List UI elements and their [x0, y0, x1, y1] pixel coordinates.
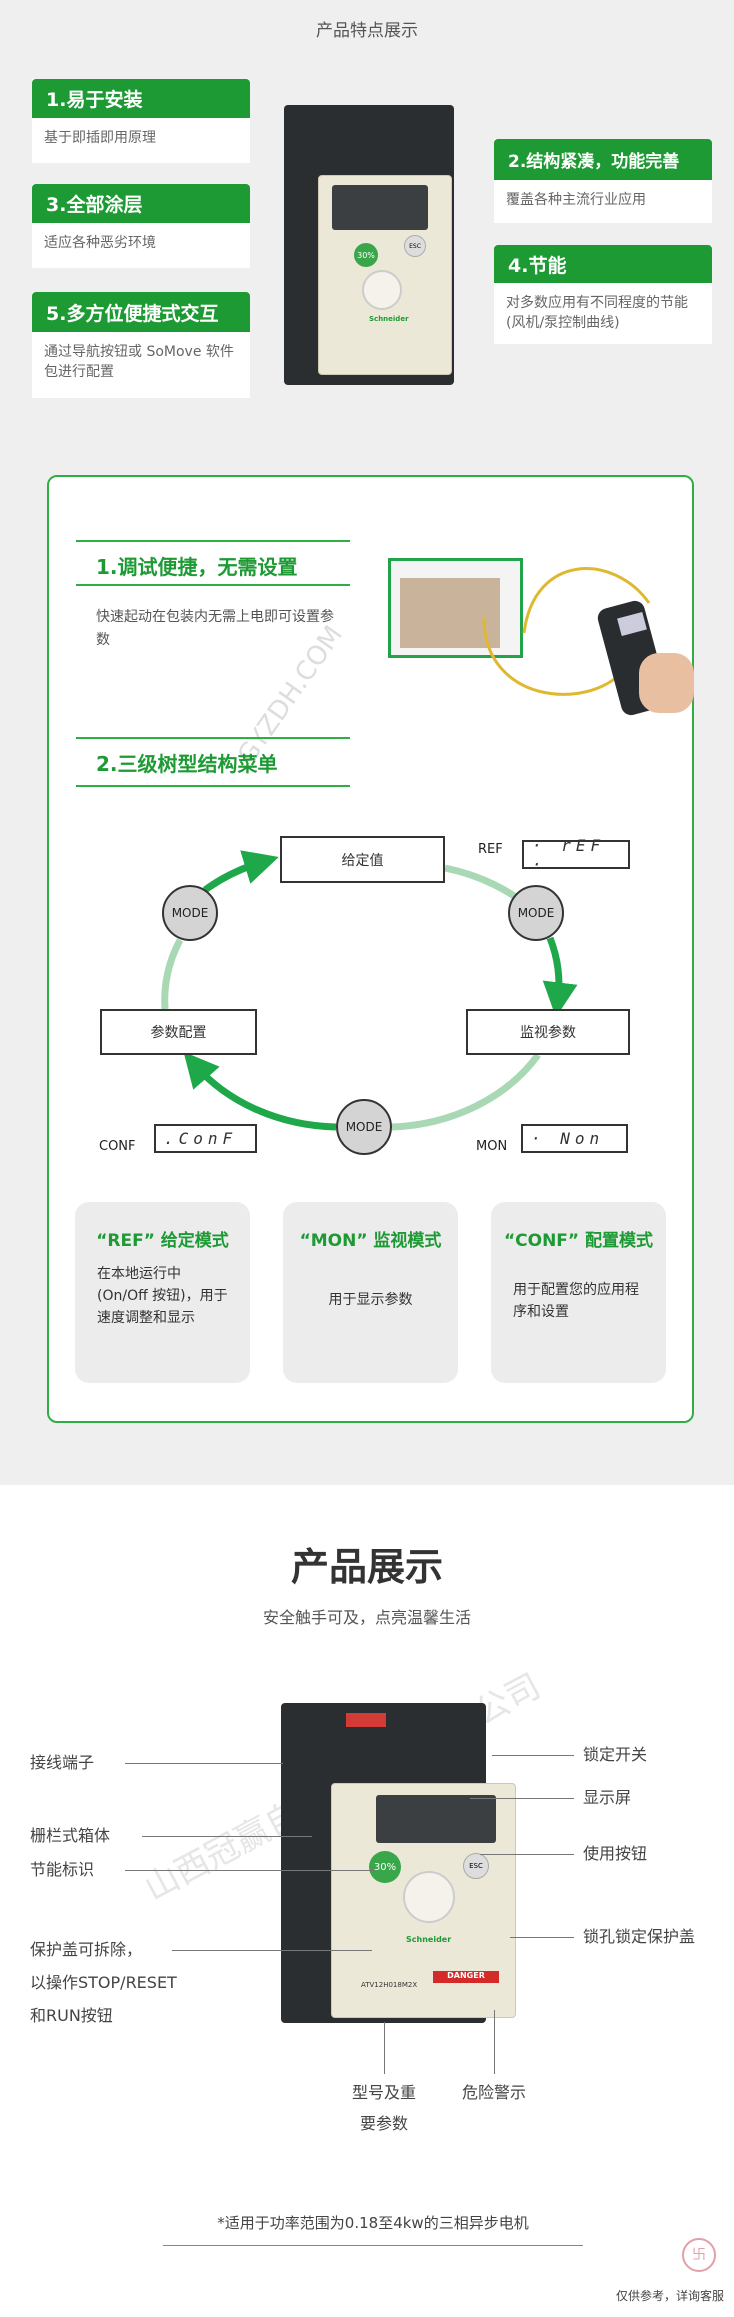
arc-light	[391, 1052, 541, 1131]
section-heading-1: 1.调试便捷，无需设置	[96, 555, 298, 579]
label-buttons: 使用按钮	[583, 1844, 648, 1863]
leader-line	[480, 1854, 574, 1855]
footnote-underline	[163, 2245, 583, 2246]
label-enclosure: 栅栏式箱体	[30, 1826, 111, 1845]
divider	[76, 737, 350, 739]
label-energy: 节能标识	[30, 1860, 95, 1879]
feature-card-1: 1.易于安装 基于即插即用原理	[32, 79, 250, 163]
feature-card-4: 4.节能 对多数应用有不同程度的节能 (风机/泵控制曲线)	[494, 245, 712, 344]
mode-title: “CONF” 配置模式	[503, 1231, 654, 1251]
leader-line	[125, 1870, 375, 1871]
ref-display: · rEF ·	[522, 836, 630, 874]
feature-title: 3.全部涂层	[32, 184, 250, 223]
energy-badge: 30%	[354, 243, 378, 267]
feature-desc: 覆盖各种主流行业应用	[506, 192, 646, 208]
leader-line	[172, 1950, 372, 1951]
mode-title: “MON” 监视模式	[299, 1231, 442, 1251]
model-label: ATV12H018M2X	[361, 1981, 418, 1989]
mode-desc: 在本地运行中 (On/Off 按钮)，用于速度调整和显示	[97, 1266, 228, 1326]
label-cover-2: 以操作STOP/RESET	[30, 1973, 177, 1992]
mode-card-mon: “MON” 监视模式 用于显示参数	[283, 1202, 458, 1383]
showcase-title: 产品展示	[290, 1545, 443, 1589]
showcase-subtitle: 安全触手可及，点亮温馨生活	[262, 1608, 471, 1627]
label-model-2: 要参数	[359, 2114, 408, 2133]
monitor-box: 监视参数	[466, 1009, 630, 1055]
divider	[76, 584, 350, 586]
mode-card-ref: “REF” 给定模式 在本地运行中 (On/Off 按钮)，用于速度调整和显示	[75, 1202, 250, 1383]
ref-label: REF	[478, 842, 503, 857]
leader-line	[494, 2010, 495, 2074]
dial-icon	[403, 1871, 455, 1923]
arc-arrow	[542, 936, 578, 1018]
feature-desc: 适应各种恶劣环境	[44, 235, 156, 251]
setpoint-box: 给定值	[280, 836, 445, 883]
leader-line	[142, 1836, 312, 1837]
section-desc-1: 快速起动在包装内无需上电即可设置参数	[96, 609, 334, 648]
feature-card-2: 2.结构紧凑，功能完善 覆盖各种主流行业应用	[494, 139, 712, 223]
label-terminal: 接线端子	[30, 1753, 95, 1772]
feature-desc: 通过导航按钮或 SoMove 软件包进行配置	[44, 344, 234, 380]
feature-title: 2.结构紧凑，功能完善	[494, 139, 712, 180]
energy-badge: 30%	[369, 1851, 401, 1883]
arc-light	[161, 938, 184, 1010]
features-title: 产品特点展示	[316, 21, 418, 41]
label-model: 型号及重	[351, 2083, 416, 2102]
brand-logo: Schneider	[369, 315, 409, 323]
dial-icon	[362, 270, 402, 310]
label-lock-hole: 锁孔锁定保护盖	[583, 1927, 696, 1946]
leader-line	[470, 1798, 574, 1799]
feature-desc: 基于即插即用原理	[44, 130, 156, 146]
feature-title: 5.多方位便捷式交互	[32, 292, 250, 332]
feature-title: 1.易于安装	[32, 79, 250, 118]
mode-button: MODE	[162, 885, 218, 941]
config-box: 参数配置	[100, 1009, 257, 1055]
product-image: 30% ESC Schneider	[274, 105, 468, 393]
leader-line	[384, 2022, 385, 2074]
esc-button: ESC	[463, 1853, 489, 1879]
label-cover: 保护盖可拆除，	[30, 1940, 143, 1959]
label-danger: 危险警示	[461, 2083, 526, 2102]
mode-button: MODE	[508, 885, 564, 941]
commissioning-photo	[384, 543, 694, 720]
leader-line	[492, 1755, 574, 1756]
section-heading-2: 2.三级树型结构菜单	[96, 752, 278, 776]
leader-line	[125, 1763, 283, 1764]
mon-display: · Non	[521, 1124, 628, 1153]
conf-display: .ConF	[154, 1124, 257, 1153]
brand-logo: Schneider	[406, 1935, 452, 1944]
mode-button: MODE	[336, 1099, 392, 1155]
leader-line	[510, 1937, 574, 1938]
danger-label: DANGER	[433, 1971, 499, 1983]
mode-desc: 用于配置您的应用程序和设置	[513, 1282, 639, 1320]
mon-label: MON	[476, 1139, 508, 1154]
conf-label: CONF	[99, 1139, 136, 1154]
mode-title: “REF” 给定模式	[96, 1231, 229, 1251]
disclaimer: 仅供参考，详询客服	[615, 2289, 724, 2303]
mode-desc: 用于显示参数	[328, 1292, 413, 1308]
divider	[76, 785, 350, 787]
label-cover-3: 和RUN按钮	[30, 2006, 113, 2025]
feature-title: 4.节能	[494, 245, 712, 283]
feature-desc: 对多数应用有不同程度的节能 (风机/泵控制曲线)	[506, 295, 688, 331]
divider	[76, 540, 350, 542]
footnote: *适用于功率范围为0.18至4kw的三相异步电机	[217, 2214, 529, 2232]
esc-button: ESC	[404, 235, 426, 257]
mode-card-conf: “CONF” 配置模式 用于配置您的应用程序和设置	[491, 1202, 666, 1383]
arc-arrow	[183, 1051, 337, 1131]
label-lock-switch: 锁定开关	[583, 1745, 648, 1764]
feature-card-3: 3.全部涂层 适应各种恶劣环境	[32, 184, 250, 268]
brand-logo-icon: 卐	[682, 2238, 716, 2272]
arc-arrow	[202, 850, 279, 893]
product-image-large: 30% ESC Schneider DANGER ATV12H018M2X	[281, 1703, 520, 2039]
feature-card-5: 5.多方位便捷式交互 通过导航按钮或 SoMove 软件包进行配置	[32, 292, 250, 398]
label-display: 显示屏	[583, 1788, 632, 1807]
